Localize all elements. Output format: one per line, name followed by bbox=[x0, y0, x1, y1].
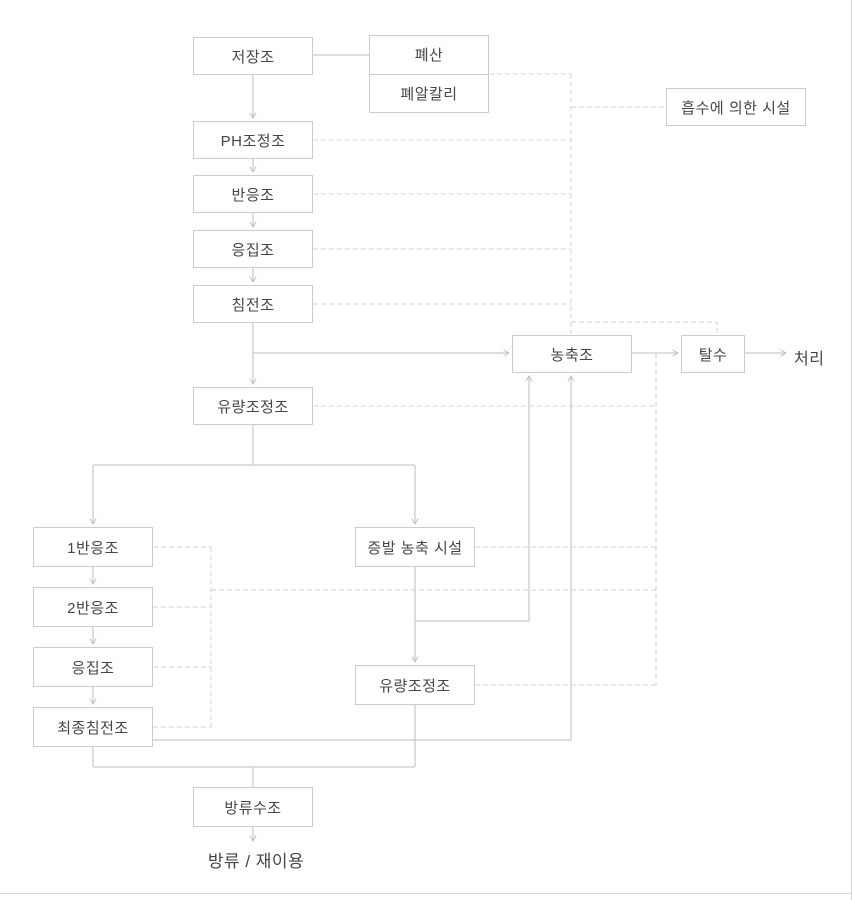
connector-finalsed-to-thickener bbox=[153, 375, 575, 741]
connector-evaporation-to-thickener bbox=[415, 375, 533, 622]
node-thickener-tank: 농축조 bbox=[512, 335, 632, 373]
node-reaction-tank: 반응조 bbox=[193, 175, 313, 213]
node-coagulation-tank: 응집조 bbox=[193, 230, 313, 268]
node-coagulation-tank-2: 응집조 bbox=[33, 647, 153, 687]
node-storage-tank: 저장조 bbox=[193, 37, 313, 75]
node-final-sedimentation-tank: 최종침전조 bbox=[33, 707, 153, 747]
node-waste-acid: 폐산 bbox=[414, 47, 444, 65]
node-sedimentation-tank: 침전조 bbox=[193, 285, 313, 323]
label-treatment: 처리 bbox=[794, 351, 825, 368]
node-absorption-facility: 흡수에 의한 시설 bbox=[666, 88, 806, 126]
node-discharge-basin: 방류수조 bbox=[193, 787, 313, 827]
node-waste-acid-alkali: 폐산 폐알칼리 bbox=[369, 35, 489, 113]
dashed-junction-to-dewatering bbox=[571, 321, 718, 335]
node-waste-alkali: 폐알칼리 bbox=[370, 73, 488, 113]
node-dewatering: 탈수 bbox=[681, 335, 745, 373]
node-ph-adjust-tank: PH조정조 bbox=[193, 121, 313, 159]
node-evaporation-facility: 증발 농축 시설 bbox=[355, 527, 475, 567]
node-flow-adjust-tank-1: 유량조정조 bbox=[193, 387, 313, 425]
label-discharge-reuse: 방류 / 재이용 bbox=[207, 852, 305, 871]
node-reaction-tank-2: 2반응조 bbox=[33, 587, 153, 627]
node-flow-adjust-tank-2: 유량조정조 bbox=[355, 665, 475, 705]
node-reaction-tank-1: 1반응조 bbox=[33, 527, 153, 567]
